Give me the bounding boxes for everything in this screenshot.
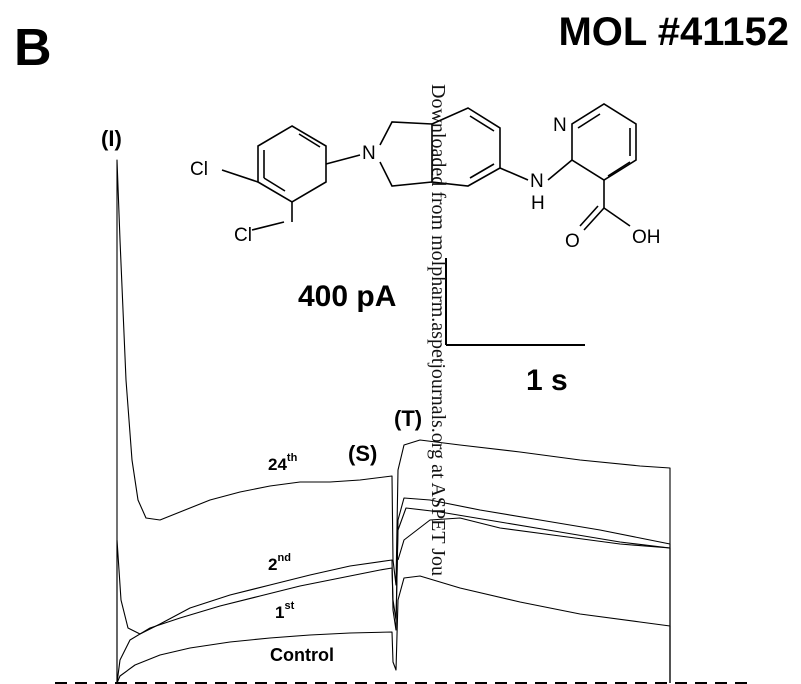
trace-24th xyxy=(116,159,671,683)
panel-label: B xyxy=(14,19,52,77)
label-2nd-number: 2 xyxy=(268,555,278,574)
nh-bond-left xyxy=(499,167,529,181)
cl-bond-upper xyxy=(221,169,259,183)
trace-4th xyxy=(397,517,671,561)
carbonyl-oxygen: O xyxy=(565,231,580,252)
trace-1st xyxy=(116,507,671,684)
time-scale-label: 1 s xyxy=(526,364,568,397)
label-1st-number: 1 xyxy=(275,603,285,622)
isoindoline-nitrogen: N xyxy=(362,143,376,164)
peak-current-label: (I) xyxy=(101,126,122,151)
label-1st-suffix: st xyxy=(284,600,295,612)
hydroxyl-group: OH xyxy=(632,227,661,248)
steady-state-label: (S) xyxy=(348,441,378,466)
trace-2nd xyxy=(116,497,671,683)
label-24th-trace: 24th xyxy=(268,452,297,475)
amine-hydrogen: H xyxy=(531,193,545,214)
manuscript-id: MOL #41152 xyxy=(558,10,789,54)
label-2nd-suffix: nd xyxy=(277,552,291,564)
nh-bond-right xyxy=(547,159,573,181)
n-aryl-bond xyxy=(325,154,361,165)
scale-bar xyxy=(445,258,585,346)
dichlorophenyl-ring xyxy=(257,125,327,203)
label-1st-trace: 1st xyxy=(275,600,294,623)
trace-control xyxy=(116,575,671,684)
control-trace-label: Control xyxy=(270,645,334,665)
current-traces xyxy=(116,159,671,684)
label-2nd-trace: 2nd xyxy=(268,552,291,575)
chemical-structure xyxy=(221,103,637,231)
download-watermark: Downloaded from molpharm.aspetjournals.o… xyxy=(427,84,449,576)
chlorine-atom-lower: Cl xyxy=(234,225,252,246)
current-scale-label: 400 pA xyxy=(298,280,397,313)
label-24th-number: 24 xyxy=(268,455,287,474)
amine-nitrogen: N xyxy=(530,171,544,192)
chlorine-atom-upper: Cl xyxy=(190,159,208,180)
pyridine-nitrogen: N xyxy=(553,115,567,136)
pyridine-ring xyxy=(571,103,637,181)
tail-current-label: (T) xyxy=(394,406,423,431)
label-24th-suffix: th xyxy=(286,452,298,464)
